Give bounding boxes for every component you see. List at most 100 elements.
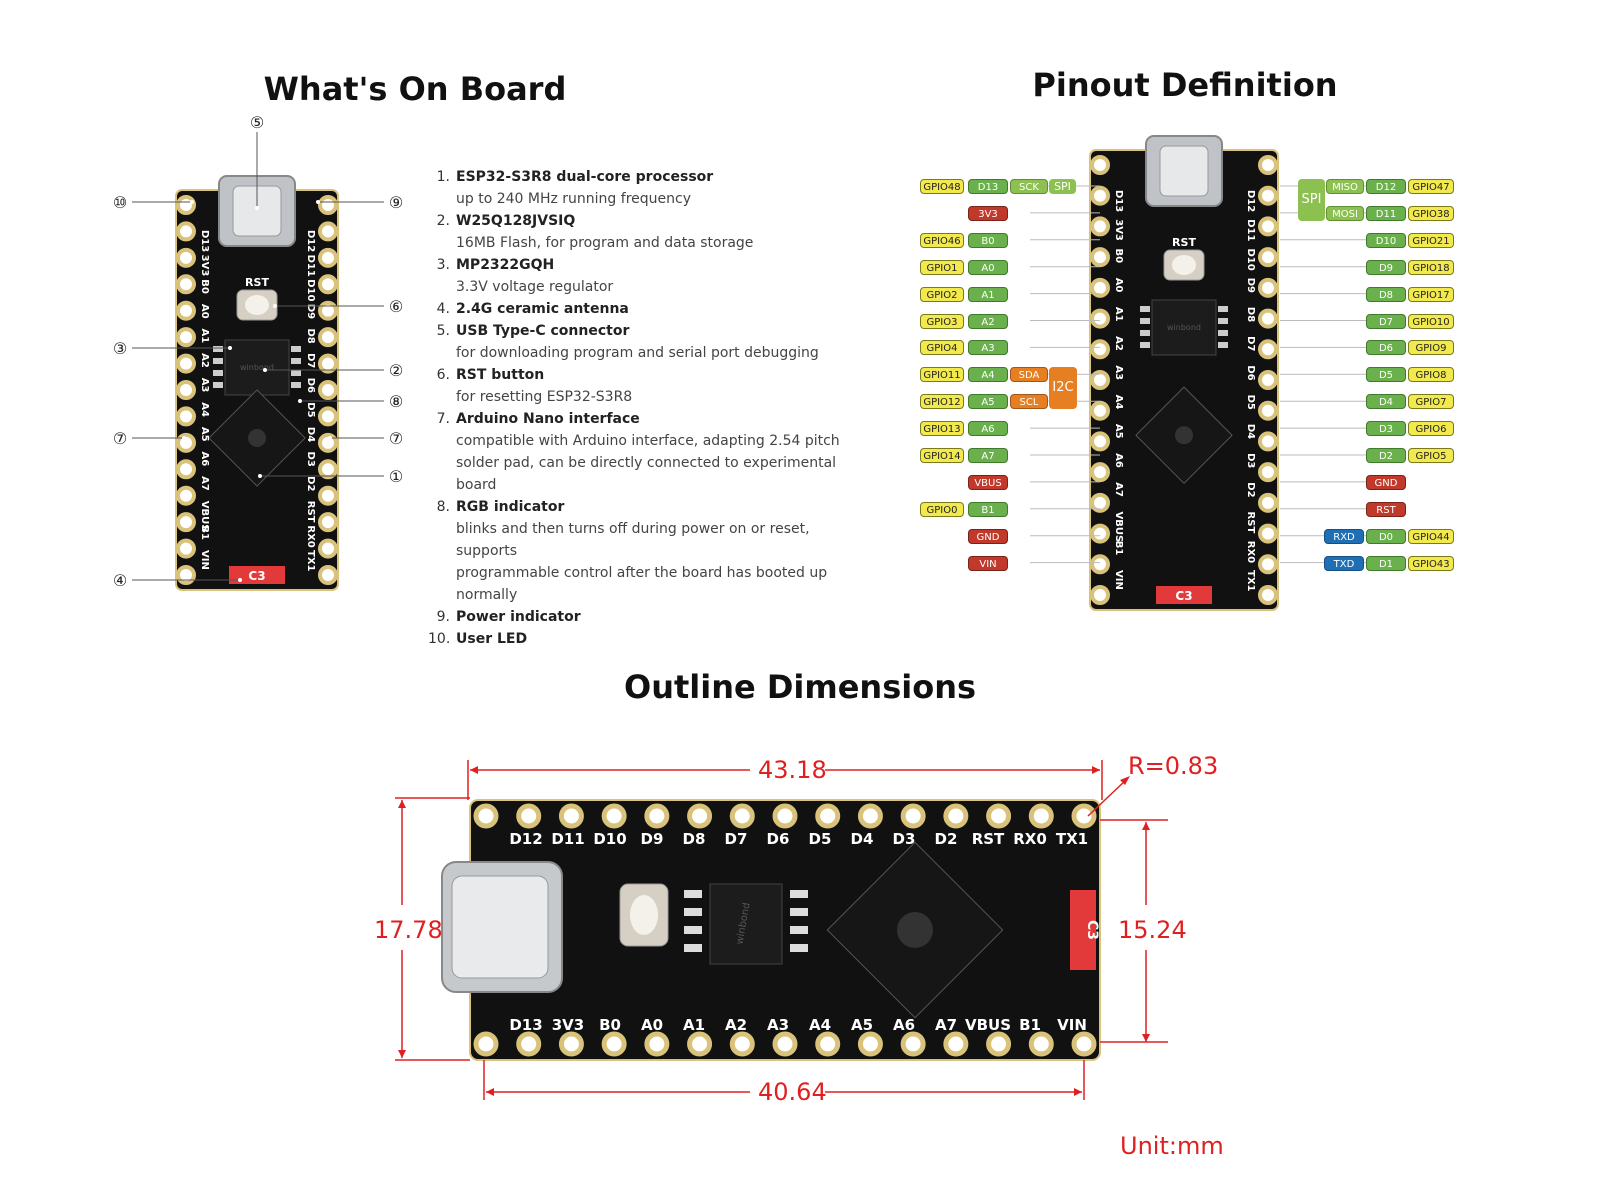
silkscreen-label: A7 bbox=[199, 476, 210, 491]
pin-pad bbox=[1258, 431, 1278, 452]
feature-description: compatible with Arduino interface, adapt… bbox=[456, 433, 840, 449]
pcb: RSTwinbondC3D133V3B0A0A1A2A3A4A5A6A7VBUS… bbox=[175, 175, 339, 591]
pin-pad bbox=[558, 1031, 584, 1057]
pin-pad bbox=[986, 1031, 1012, 1057]
callout-number: ① bbox=[389, 467, 403, 486]
pin-pad bbox=[318, 353, 338, 374]
pin-label-gpio: GPIO3 bbox=[920, 313, 964, 329]
pin-pad bbox=[1258, 400, 1278, 421]
feature-item: 8.RGB indicator bbox=[428, 496, 868, 518]
silkscreen-label: D2 bbox=[935, 830, 958, 848]
pin-pad bbox=[318, 406, 338, 427]
pin-pad bbox=[318, 274, 338, 295]
feature-number: 10. bbox=[428, 631, 451, 647]
feature-name: User LED bbox=[456, 631, 528, 647]
silkscreen-label: D13 bbox=[199, 230, 210, 252]
pin-pad bbox=[687, 803, 713, 829]
pin-label-board: D2 bbox=[1366, 448, 1406, 463]
pin-pad bbox=[176, 353, 196, 374]
pin-pad bbox=[1090, 400, 1110, 421]
dim-length-outer: 43.18 bbox=[758, 756, 827, 784]
silkscreen-label: B0 bbox=[1113, 248, 1124, 263]
pin-pad bbox=[644, 1031, 670, 1057]
silkscreen-label: A4 bbox=[199, 402, 210, 417]
silkscreen-label: A4 bbox=[1113, 395, 1124, 410]
pin-label-power: GND bbox=[1366, 474, 1406, 490]
pin-label-gpio: GPIO46 bbox=[920, 232, 964, 248]
feature-description: for resetting ESP32-S3R8 bbox=[456, 389, 633, 405]
pin-pad bbox=[772, 803, 798, 829]
silkscreen-label: D8 bbox=[305, 328, 316, 343]
silkscreen-label: VBUS bbox=[1113, 512, 1124, 543]
silkscreen-label: VIN bbox=[1057, 1016, 1087, 1034]
pin-pad bbox=[176, 300, 196, 321]
antenna-label: C3 bbox=[1084, 920, 1100, 940]
pin-label-gpio: GPIO9 bbox=[1408, 340, 1454, 356]
pin-label-gpio: GPIO44 bbox=[1408, 528, 1454, 544]
pin-label-gpio: GPIO14 bbox=[920, 448, 964, 463]
feature-name: 2.4G ceramic antenna bbox=[456, 301, 629, 317]
pin-pad bbox=[857, 803, 883, 829]
pin-pad bbox=[900, 803, 926, 829]
pin-label-board: A3 bbox=[968, 340, 1008, 356]
ceramic-antenna bbox=[229, 566, 285, 584]
feature-item: 10. User LED bbox=[428, 628, 868, 650]
silkscreen-label: RX0 bbox=[305, 525, 316, 547]
feature-number: 8. bbox=[436, 499, 450, 515]
pin-pad bbox=[473, 1031, 499, 1057]
pin-pad bbox=[176, 485, 196, 506]
callout-number: ⑧ bbox=[389, 392, 403, 411]
pin-pad bbox=[176, 327, 196, 348]
callout-number: ⑨ bbox=[389, 193, 403, 212]
pinout-connector-lines bbox=[1030, 185, 1368, 564]
silkscreen-label: D5 bbox=[809, 830, 832, 848]
pin-label-spi: SCK bbox=[1010, 179, 1048, 194]
rst-label: RST bbox=[1172, 236, 1196, 249]
pin-pad bbox=[815, 1031, 841, 1057]
silkscreen-label: A0 bbox=[641, 1016, 663, 1034]
silkscreen-label: A1 bbox=[1113, 307, 1124, 322]
unit-label: Unit:mm bbox=[1120, 1132, 1224, 1160]
pin-pad bbox=[318, 512, 338, 533]
pin-label-board: D0 bbox=[1366, 528, 1406, 544]
pin-label-gpio: GPIO47 bbox=[1408, 179, 1454, 194]
feature-name: RST button bbox=[456, 367, 545, 383]
pin-label-gpio: GPIO10 bbox=[1408, 313, 1454, 329]
feature-name: MP2322GQH bbox=[456, 257, 555, 273]
ceramic-antenna bbox=[1156, 586, 1212, 604]
pin-label-gpio: GPIO11 bbox=[920, 367, 964, 383]
pin-pad bbox=[176, 512, 196, 533]
silkscreen-label: D10 bbox=[593, 830, 626, 848]
silkscreen-label: B0 bbox=[199, 279, 210, 294]
pin-pad bbox=[1258, 308, 1278, 329]
pin-pad bbox=[1090, 523, 1110, 544]
pin-label-board: A2 bbox=[968, 313, 1008, 329]
pin-label-gpio: GPIO7 bbox=[1408, 394, 1454, 410]
pin-pad bbox=[318, 327, 338, 348]
silkscreen-label: B0 bbox=[599, 1016, 621, 1034]
silkscreen-label: A1 bbox=[683, 1016, 705, 1034]
pin-label-board: D3 bbox=[1366, 421, 1406, 437]
silkscreen-label: D6 bbox=[305, 378, 316, 393]
feature-item: 4.2.4G ceramic antenna bbox=[428, 298, 868, 320]
silkscreen-label: D5 bbox=[305, 402, 316, 417]
silkscreen-label: D3 bbox=[1245, 453, 1256, 468]
pin-label-gpio: GPIO38 bbox=[1408, 205, 1454, 221]
pin-label-gpio: GPIO1 bbox=[920, 259, 964, 275]
silkscreen-label: A6 bbox=[199, 452, 210, 467]
silkscreen-label: A5 bbox=[851, 1016, 873, 1034]
pin-label-board: D1 bbox=[1366, 555, 1406, 571]
pin-label-power: VBUS bbox=[968, 474, 1008, 490]
pin-pad bbox=[1258, 216, 1278, 237]
silkscreen-label: VBUS bbox=[199, 501, 210, 532]
pin-label-board: A4 bbox=[968, 367, 1008, 383]
silkscreen-label: D2 bbox=[305, 476, 316, 491]
pin-label-board: D5 bbox=[1366, 367, 1406, 383]
callout-number: ⑥ bbox=[389, 297, 403, 316]
pin-pad bbox=[473, 803, 499, 829]
pin-pad bbox=[516, 1031, 542, 1057]
pin-label-board: D10 bbox=[1366, 232, 1406, 248]
pin-label-gpio: GPIO12 bbox=[920, 394, 964, 410]
